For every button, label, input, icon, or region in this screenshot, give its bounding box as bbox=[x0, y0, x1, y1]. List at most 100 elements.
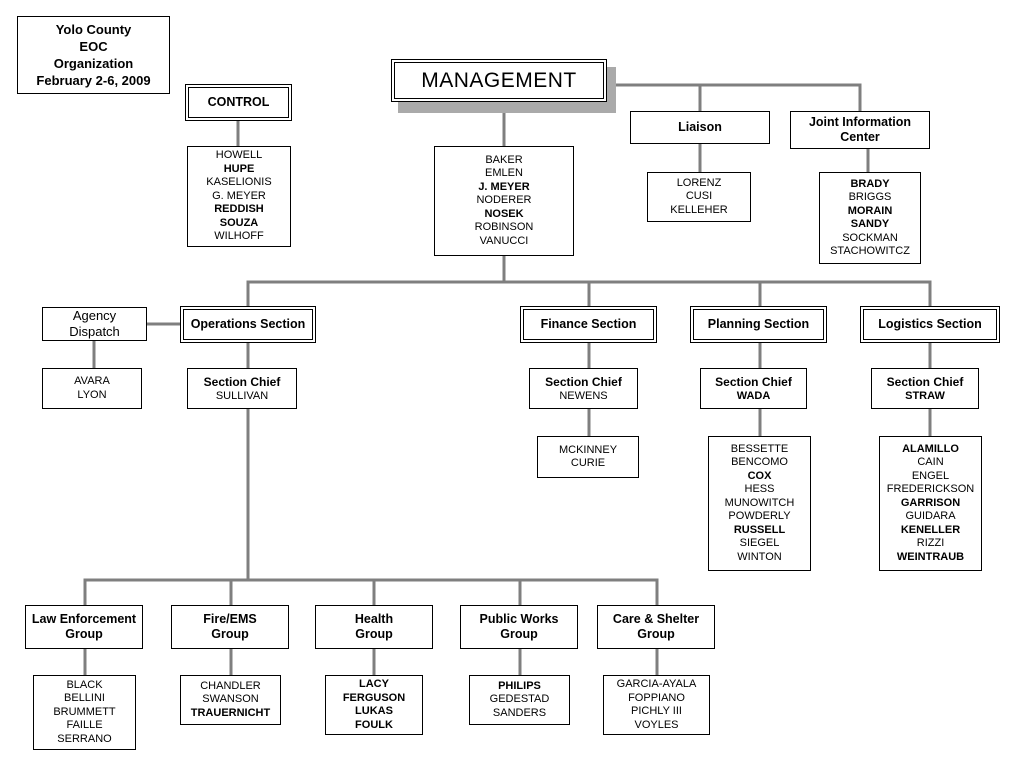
jic-label-line: Joint Information bbox=[808, 115, 912, 129]
group-label-line: Group bbox=[637, 627, 675, 641]
person-name: GUIDARA bbox=[905, 510, 956, 523]
person-name: WINTON bbox=[737, 550, 782, 563]
person-name: EMLEN bbox=[485, 167, 523, 180]
person-name: BESSETTE bbox=[730, 442, 789, 455]
person-name: KENELLER bbox=[900, 523, 961, 536]
person-name: ENGEL bbox=[911, 469, 950, 482]
person-name: SOUZA bbox=[219, 216, 259, 229]
chief-title: Section Chief bbox=[886, 374, 964, 389]
chief-title: Section Chief bbox=[203, 374, 281, 389]
management-box: MANAGEMENT bbox=[391, 59, 607, 102]
group-label-line: Group bbox=[500, 627, 538, 641]
jic-label-line: Center bbox=[840, 130, 880, 144]
person-name: MUNOWITCH bbox=[724, 496, 795, 509]
person-name: PICHLY III bbox=[631, 705, 682, 717]
person-name: POWDERLY bbox=[728, 510, 791, 523]
person-name: KELLEHER bbox=[670, 203, 728, 216]
person-name: NODERER bbox=[476, 194, 532, 207]
person-name: CHANDLER bbox=[200, 679, 261, 692]
person-name: HESS bbox=[744, 483, 775, 496]
person-name: COX bbox=[747, 469, 772, 482]
chief-name: STRAW bbox=[905, 389, 945, 402]
person-name: GARCIA-AYALA bbox=[616, 678, 697, 690]
logistics-label: Logistics Section bbox=[878, 317, 982, 331]
person-name: ALAMILLO bbox=[902, 442, 959, 455]
person-name: CUSI bbox=[685, 190, 713, 203]
dispatch-label-line: Dispatch bbox=[69, 324, 120, 339]
chief-name: NEWENS bbox=[559, 389, 608, 402]
person-name: BELLINI bbox=[64, 692, 105, 705]
group-label-line: Law Enforcement bbox=[31, 612, 137, 626]
person-name: HOWELL bbox=[215, 149, 263, 162]
public-works-group-box: Public Works Group bbox=[460, 605, 578, 649]
person-name: FAILLE bbox=[66, 719, 103, 732]
planning-section-box: Planning Section bbox=[690, 306, 827, 343]
logistics-section-box: Logistics Section bbox=[860, 306, 1000, 343]
title-line: Yolo County bbox=[55, 22, 132, 37]
fire-ems-group-box: Fire/EMS Group bbox=[171, 605, 289, 649]
person-name: SIEGEL bbox=[739, 537, 780, 550]
chief-title: Section Chief bbox=[715, 374, 792, 389]
person-name: PHILIPS bbox=[498, 679, 541, 692]
planning-chief-box: Section Chief WADA bbox=[700, 368, 807, 409]
group-label-line: Health bbox=[354, 612, 394, 626]
jic-box: Joint Information Center bbox=[790, 111, 930, 149]
group-label-line: Fire/EMS bbox=[203, 612, 257, 626]
person-name: BLACK bbox=[66, 678, 103, 691]
person-name: STACHOWITCZ bbox=[830, 245, 910, 257]
law-enforcement-group-box: Law Enforcement Group bbox=[25, 605, 143, 649]
group-label-line: Care & Shelter bbox=[612, 612, 700, 626]
person-name: J. MEYER bbox=[478, 180, 530, 193]
person-name: NOSEK bbox=[484, 207, 524, 220]
person-name: CURIE bbox=[570, 457, 606, 469]
person-name: SOCKMAN bbox=[842, 231, 898, 244]
person-name: MCKINNEY bbox=[558, 443, 618, 456]
chief-title: Section Chief bbox=[545, 374, 622, 389]
logistics-chief-box: Section Chief STRAW bbox=[871, 368, 979, 409]
person-name: FOPPIANO bbox=[628, 691, 685, 704]
person-name: BRIGGS bbox=[848, 191, 892, 203]
person-name: KASELIONIS bbox=[206, 176, 272, 189]
operations-section-box: Operations Section bbox=[180, 306, 316, 343]
person-name: VOYLES bbox=[634, 718, 679, 731]
person-name: VANUCCI bbox=[479, 234, 529, 247]
liaison-box: Liaison bbox=[630, 111, 770, 144]
chief-name: SULLIVAN bbox=[215, 389, 269, 402]
person-name: MORAIN bbox=[847, 204, 893, 217]
person-name: RIZZI bbox=[916, 537, 945, 550]
title-line: February 2-6, 2009 bbox=[36, 73, 151, 88]
group-label-line: Public Works bbox=[479, 612, 559, 626]
agency-dispatch-box: Agency Dispatch bbox=[42, 307, 147, 341]
person-name: SERRANO bbox=[57, 732, 112, 745]
group-label-line: Group bbox=[355, 627, 393, 641]
person-name: BRADY bbox=[850, 177, 890, 190]
person-name: LYON bbox=[77, 388, 107, 401]
person-name: HUPE bbox=[223, 162, 255, 175]
control-box: CONTROL bbox=[185, 84, 292, 121]
person-name: TRAUERNICHT bbox=[190, 706, 271, 719]
title-line: Organization bbox=[53, 56, 134, 71]
finance-chief-box: Section Chief NEWENS bbox=[529, 368, 638, 409]
health-group-box: Health Group bbox=[315, 605, 433, 649]
chief-name: WADA bbox=[736, 389, 771, 402]
finance-section-box: Finance Section bbox=[520, 306, 657, 343]
person-name: FOULK bbox=[355, 718, 393, 731]
care-shelter-group-box: Care & Shelter Group bbox=[597, 605, 715, 649]
person-name: AVARA bbox=[74, 375, 110, 387]
person-name: WEINTRAUB bbox=[896, 550, 965, 563]
chart-title: Yolo County EOC Organization February 2-… bbox=[17, 16, 170, 94]
person-name: FREDERICKSON bbox=[886, 483, 975, 496]
person-name: WILHOFF bbox=[214, 230, 264, 243]
title-line: EOC bbox=[79, 39, 108, 54]
operations-chief-box: Section Chief SULLIVAN bbox=[187, 368, 297, 409]
person-name: FERGUSON bbox=[342, 691, 406, 704]
